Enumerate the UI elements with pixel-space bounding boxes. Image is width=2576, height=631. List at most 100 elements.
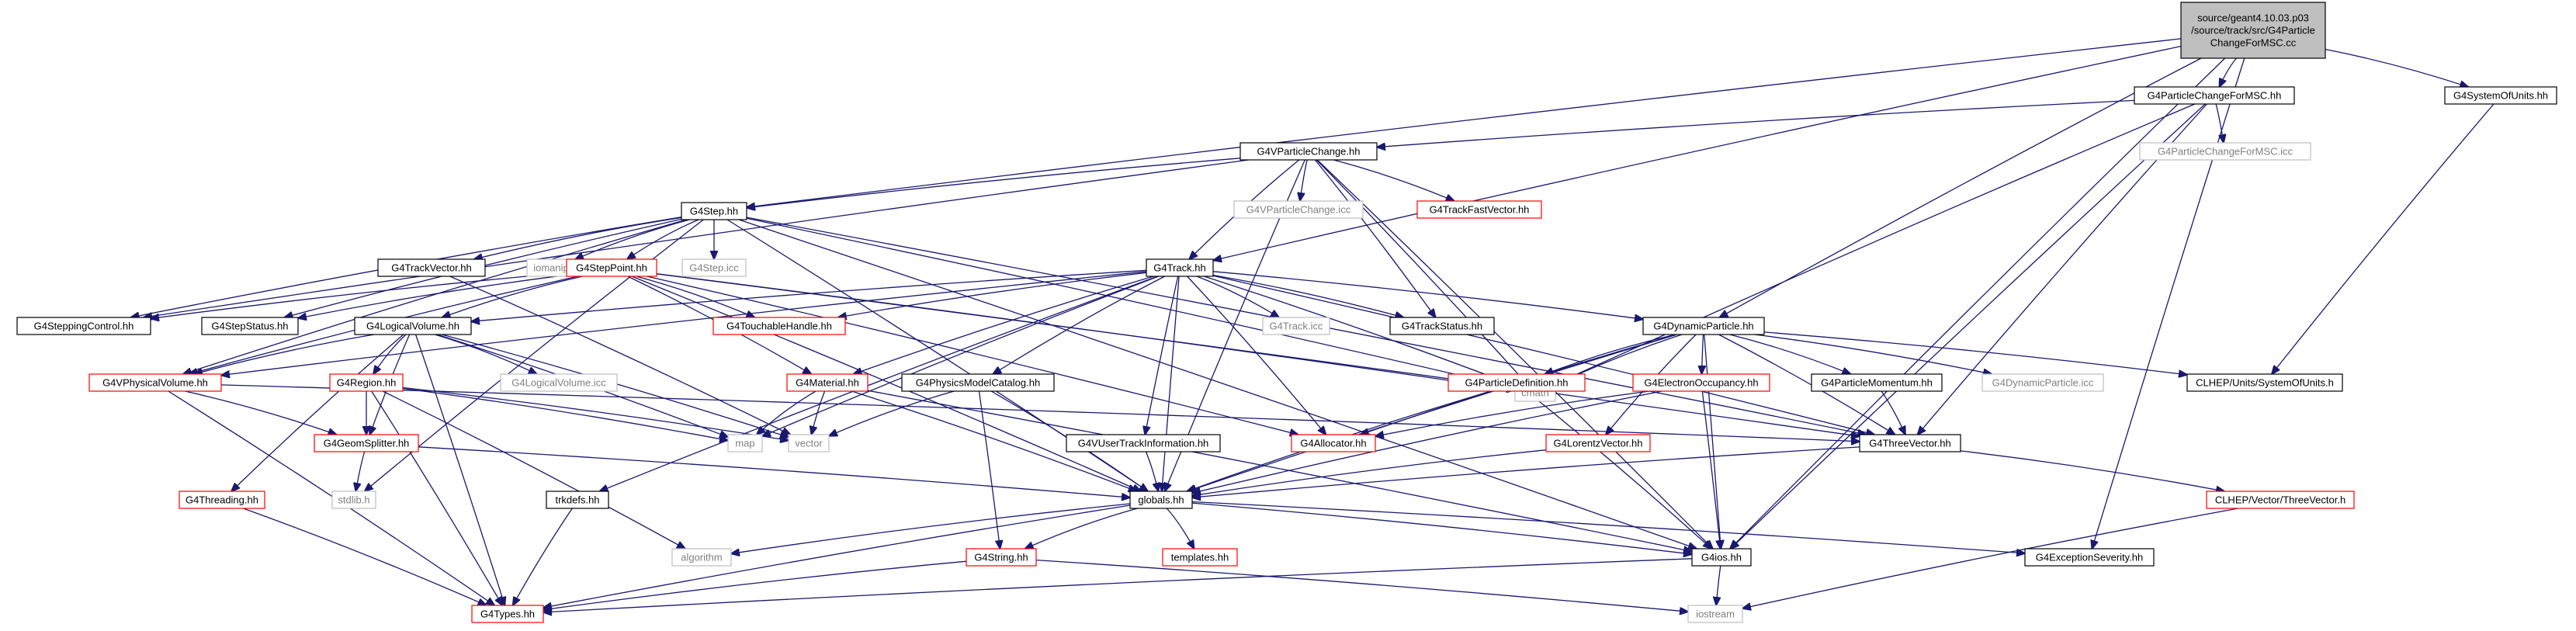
node-map: map <box>727 434 763 452</box>
node-label: G4VPhysicalVolume.hh <box>102 376 208 388</box>
edge-ios_hh-to-iostream <box>1716 565 1721 605</box>
edge-vphys_hh-to-geomsplit_hh <box>185 390 336 435</box>
edge-steppoint_hh-to-globals_hh <box>631 276 1141 491</box>
node-box <box>354 317 472 335</box>
node-label: G4String.hh <box>974 551 1028 563</box>
node-label: G4VParticleChange.hh <box>1257 145 1361 157</box>
node-stepctrl-hh[interactable]: G4SteppingControl.hh <box>16 317 151 335</box>
node-material-hh[interactable]: G4Material.hh <box>786 373 868 392</box>
node-geomsplit-hh[interactable]: G4GeomSplitter.hh <box>314 434 419 452</box>
node-box <box>1642 317 1765 335</box>
node-threading-hh[interactable]: G4Threading.hh <box>179 491 265 509</box>
node-label: G4Threading.hh <box>185 494 258 505</box>
node-clhep-tv[interactable]: CLHEP/Vector/ThreeVector.h <box>2206 491 2355 509</box>
edge-step_hh-to-steppoint_hh <box>627 219 699 259</box>
node-trackvec-hh[interactable]: G4TrackVector.hh <box>377 258 486 277</box>
node-box <box>566 258 657 277</box>
edge-trackvec_hh-to-vector <box>449 276 791 435</box>
node-alloc-hh[interactable]: G4Allocator.hh <box>1291 434 1376 452</box>
edge-physcat_hh-to-string_hh <box>978 390 1000 549</box>
node-box <box>331 491 376 509</box>
node-label: source/geant4.10.03.p03 <box>2197 12 2309 23</box>
edge-vpc_hh-to-stepctrl_hh <box>144 159 1249 317</box>
edge-vpc_hh-to-vpc_icc <box>1300 159 1308 201</box>
node-box <box>2206 491 2355 509</box>
node-label: G4StepPoint.hh <box>576 262 647 273</box>
node-sou-hh[interactable]: G4SystemOfUnits.hh <box>2444 86 2557 105</box>
node-label: G4ElectronOccupancy.hh <box>1644 376 1758 388</box>
node-box <box>788 434 830 452</box>
node-box <box>88 373 222 392</box>
node-label: G4DynamicParticle.icc <box>1992 376 2094 388</box>
node-box <box>2024 548 2155 567</box>
node-pmom-hh[interactable]: G4ParticleMomentum.hh <box>1811 373 1943 392</box>
node-box <box>901 373 1055 392</box>
edge-dynpart_hh-to-pmom_hh <box>1729 334 1851 374</box>
edge-root-to-excsev_hh <box>2092 57 2245 549</box>
edge-logvol_hh-to-threading_hh <box>231 334 404 491</box>
node-trackstatus-hh[interactable]: G4TrackStatus.hh <box>1389 317 1495 335</box>
edge-track_hh-to-touch_hh <box>838 272 1147 317</box>
node-lorentz-hh[interactable]: G4LorentzVector.hh <box>1545 434 1651 452</box>
node-clhep-units[interactable]: CLHEP/Units/SystemOfUnits.h <box>2186 373 2343 392</box>
node-label: G4Track.hh <box>1153 262 1205 273</box>
edge-region_hh-to-vector <box>402 387 789 440</box>
node-box <box>2139 142 2311 161</box>
node-pdef-hh[interactable]: G4ParticleDefinition.hh <box>1447 373 1586 392</box>
node-pcmsc-hh[interactable]: G4ParticleChangeForMSC.hh <box>2134 86 2295 105</box>
node-box <box>471 605 544 623</box>
edge-track_hh-to-globals_hh <box>1162 276 1180 491</box>
edge-logvol_hh-to-region_hh <box>373 334 407 374</box>
node-box <box>671 548 732 567</box>
node-box <box>2134 86 2295 105</box>
node-ios-hh[interactable]: G4ios.hh <box>1691 548 1752 567</box>
node-string-hh[interactable]: G4String.hh <box>966 548 1037 567</box>
node-logvol-hh[interactable]: G4LogicalVolume.hh <box>354 317 472 335</box>
node-tfv-hh[interactable]: G4TrackFastVector.hh <box>1416 200 1542 219</box>
node-templates-hh[interactable]: templates.hh <box>1162 548 1238 567</box>
node-label: stdlib.h <box>338 494 369 505</box>
node-globals-hh[interactable]: globals.hh <box>1129 491 1193 509</box>
edge-vpc_hh-to-step_hh <box>747 158 1241 208</box>
node-stepstatus-hh[interactable]: G4StepStatus.hh <box>201 317 299 335</box>
node-label: G4GeomSplitter.hh <box>324 437 410 449</box>
node-vuti-hh[interactable]: G4VUserTrackInformation.hh <box>1066 434 1221 452</box>
node-excsev-hh[interactable]: G4ExceptionSeverity.hh <box>2024 548 2155 567</box>
node-dynpart-hh[interactable]: G4DynamicParticle.hh <box>1642 317 1765 335</box>
edge-track_hh-to-threevec_hh <box>1212 275 1874 435</box>
node-threevec-hh[interactable]: G4ThreeVector.hh <box>1859 434 1961 452</box>
node-label: G4ParticleChangeForMSC.hh <box>2148 89 2282 101</box>
node-physcat-hh[interactable]: G4PhysicsModelCatalog.hh <box>901 373 1055 392</box>
edge-step_hh-to-vphys_hh <box>183 219 687 374</box>
node-touch-hh[interactable]: G4TouchableHandle.hh <box>712 317 846 335</box>
node-box <box>1262 317 1330 335</box>
node-label: G4Material.hh <box>796 376 859 388</box>
edge-region_hh-to-types_hh <box>371 390 503 605</box>
node-box <box>1859 434 1961 452</box>
edge-vpc_hh-to-cmath <box>1316 159 1527 384</box>
node-label: G4TrackFastVector.hh <box>1430 203 1530 215</box>
node-steppoint-hh[interactable]: G4StepPoint.hh <box>566 258 657 277</box>
edge-string_hh-to-iostream <box>1035 559 1688 612</box>
node-label: globals.hh <box>1138 494 1184 505</box>
node-vphys-hh[interactable]: G4VPhysicalVolume.hh <box>88 373 222 392</box>
node-track-hh[interactable]: G4Track.hh <box>1146 258 1214 277</box>
node-region-hh[interactable]: G4Region.hh <box>329 373 404 392</box>
node-eocc-hh[interactable]: G4ElectronOccupancy.hh <box>1632 373 1770 392</box>
edge-root-to-sou_hh <box>2325 48 2468 88</box>
edge-vuti_hh-to-globals_hh <box>1145 451 1159 491</box>
edge-pcmsc_hh-to-cmath <box>1555 103 2196 384</box>
node-box <box>1691 548 1752 567</box>
edge-lorentz_hh-to-globals_hh <box>1192 449 1547 496</box>
node-box <box>2180 2 2326 59</box>
node-step-hh[interactable]: G4Step.hh <box>681 202 747 220</box>
node-vpc-hh[interactable]: G4VParticleChange.hh <box>1239 142 1378 161</box>
edge-material_hh-to-ios_hh <box>867 390 1692 551</box>
node-types-hh[interactable]: G4Types.hh <box>471 605 544 623</box>
edge-track_hh-to-trackstatus_hh <box>1212 274 1403 318</box>
edge-material_hh-to-globals_hh <box>851 390 1136 491</box>
edge-dynpart_hh-to-ios_hh <box>1704 334 1721 549</box>
node-label: G4ParticleMomentum.hh <box>1821 376 1933 388</box>
node-trkdefs-hh[interactable]: trkdefs.hh <box>546 491 609 509</box>
edge-root-to-pcmsc_hh <box>2220 57 2238 87</box>
